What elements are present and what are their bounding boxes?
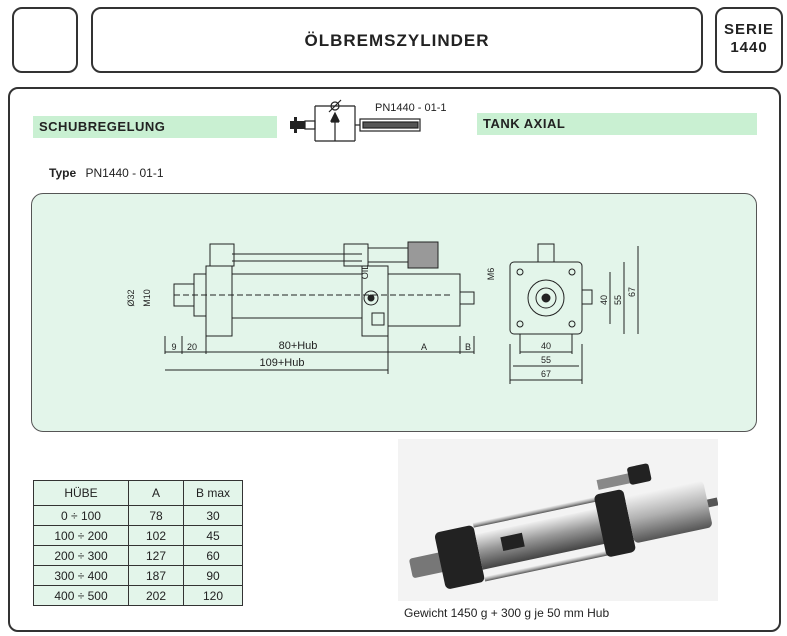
type-code: PN1440 - 01-1 [85, 166, 164, 180]
rear-screw [371, 312, 385, 326]
header-left-box [12, 7, 78, 73]
photo-adjust-knob [627, 463, 652, 485]
table-cell: 187 [128, 565, 184, 586]
schubregelung-label: SCHUBREGELUNG [33, 116, 277, 138]
photo-label-plate [500, 532, 525, 552]
tank [387, 273, 461, 327]
header-b-max: B max [183, 480, 243, 506]
adjust-shaft [367, 247, 409, 263]
table-cell: 127 [128, 545, 184, 566]
end-view-boss [527, 279, 565, 317]
schematic-code: PN1440 - 01-1 [375, 102, 447, 114]
dim-67-horizontal: 67 [541, 369, 551, 379]
dim-67-vertical: 67 [627, 287, 637, 297]
table-cell: 400 ÷ 500 [33, 585, 129, 606]
table-header-row: HÜBE A B max [33, 480, 243, 506]
schematic-fitting [290, 121, 305, 129]
table-cell: 202 [128, 585, 184, 606]
label-m10: M10 [142, 289, 152, 307]
dim-40-vertical: 40 [599, 295, 609, 305]
serie-label: SERIE [723, 21, 774, 38]
schematic-valve-box [304, 120, 316, 130]
serie-box: SERIE 1440 [715, 7, 783, 73]
dim-b: B [465, 342, 471, 352]
photo-tank [625, 480, 712, 543]
dim-9: 9 [171, 342, 176, 352]
drawing-svg: 80+Hub 109+Hub 9 20 A B M10 Ø32 OIL M6 4… [126, 241, 639, 384]
table-row: 300 ÷ 400 187 90 [33, 565, 243, 586]
table-cell: 102 [128, 525, 184, 546]
table-row: 200 ÷ 300 127 60 [33, 545, 243, 566]
header-a: A [128, 480, 184, 506]
type-line: Type PN1440 - 01-1 [49, 166, 164, 180]
label-d32: Ø32 [126, 289, 136, 306]
front-head [205, 265, 233, 337]
photo-front-head [434, 525, 485, 589]
table-cell: 120 [183, 585, 243, 606]
oil-plug [363, 290, 379, 306]
front-block [209, 243, 235, 267]
table-cell: 200 ÷ 300 [33, 545, 129, 566]
dim-a: A [421, 342, 427, 352]
table-cell: 78 [128, 505, 184, 526]
weight-caption: Gewicht 1450 g + 300 g je 50 mm Hub [404, 606, 610, 620]
dim-80-hub: 80+Hub [279, 340, 318, 352]
table-cell: 90 [183, 565, 243, 586]
table-cell: 100 ÷ 200 [33, 525, 129, 546]
photo-rear-head [594, 489, 636, 557]
rear-stem [459, 291, 475, 305]
schematic-throttle [330, 101, 340, 111]
rear-block [343, 243, 369, 267]
table-row: 100 ÷ 200 102 45 [33, 525, 243, 546]
table-cell: 45 [183, 525, 243, 546]
table-cell: 30 [183, 505, 243, 526]
photo-tube [475, 507, 610, 570]
schematic-cylinder [359, 118, 421, 132]
table-cell: 60 [183, 545, 243, 566]
label-oil: OIL [360, 265, 370, 280]
dim-20: 20 [187, 342, 197, 352]
header-hube: HÜBE [33, 480, 129, 506]
tank-axial-label: TANK AXIAL [477, 113, 757, 135]
type-prefix: Type [49, 166, 77, 180]
stroke-table: HÜBE A B max 0 ÷ 100 78 30 100 ÷ 200 102… [33, 480, 243, 606]
dim-55-vertical: 55 [613, 295, 623, 305]
hydraulic-schematic: PN1440 - 01-1 [290, 99, 447, 142]
header-title-box: ÖLBREMSZYLINDER [91, 7, 703, 73]
table-cell: 300 ÷ 400 [33, 565, 129, 586]
dim-109-hub: 109+Hub [260, 357, 305, 369]
page-title: ÖLBREMSZYLINDER [304, 31, 490, 50]
cylinder-tube [231, 273, 363, 319]
serie-number: 1440 [730, 39, 768, 56]
adjust-knob [407, 241, 439, 269]
dim-55-horizontal: 55 [541, 355, 551, 365]
technical-drawing: 80+Hub 109+Hub 9 20 A B M10 Ø32 OIL M6 4… [31, 193, 757, 432]
label-m6: M6 [486, 268, 496, 281]
dim-40-horizontal: 40 [541, 341, 551, 351]
table-row: 400 ÷ 500 202 120 [33, 585, 243, 606]
end-view-top-block [537, 243, 555, 263]
table-cell: 0 ÷ 100 [33, 505, 129, 526]
table-row: 0 ÷ 100 78 30 [33, 505, 243, 526]
product-photo [398, 439, 718, 601]
